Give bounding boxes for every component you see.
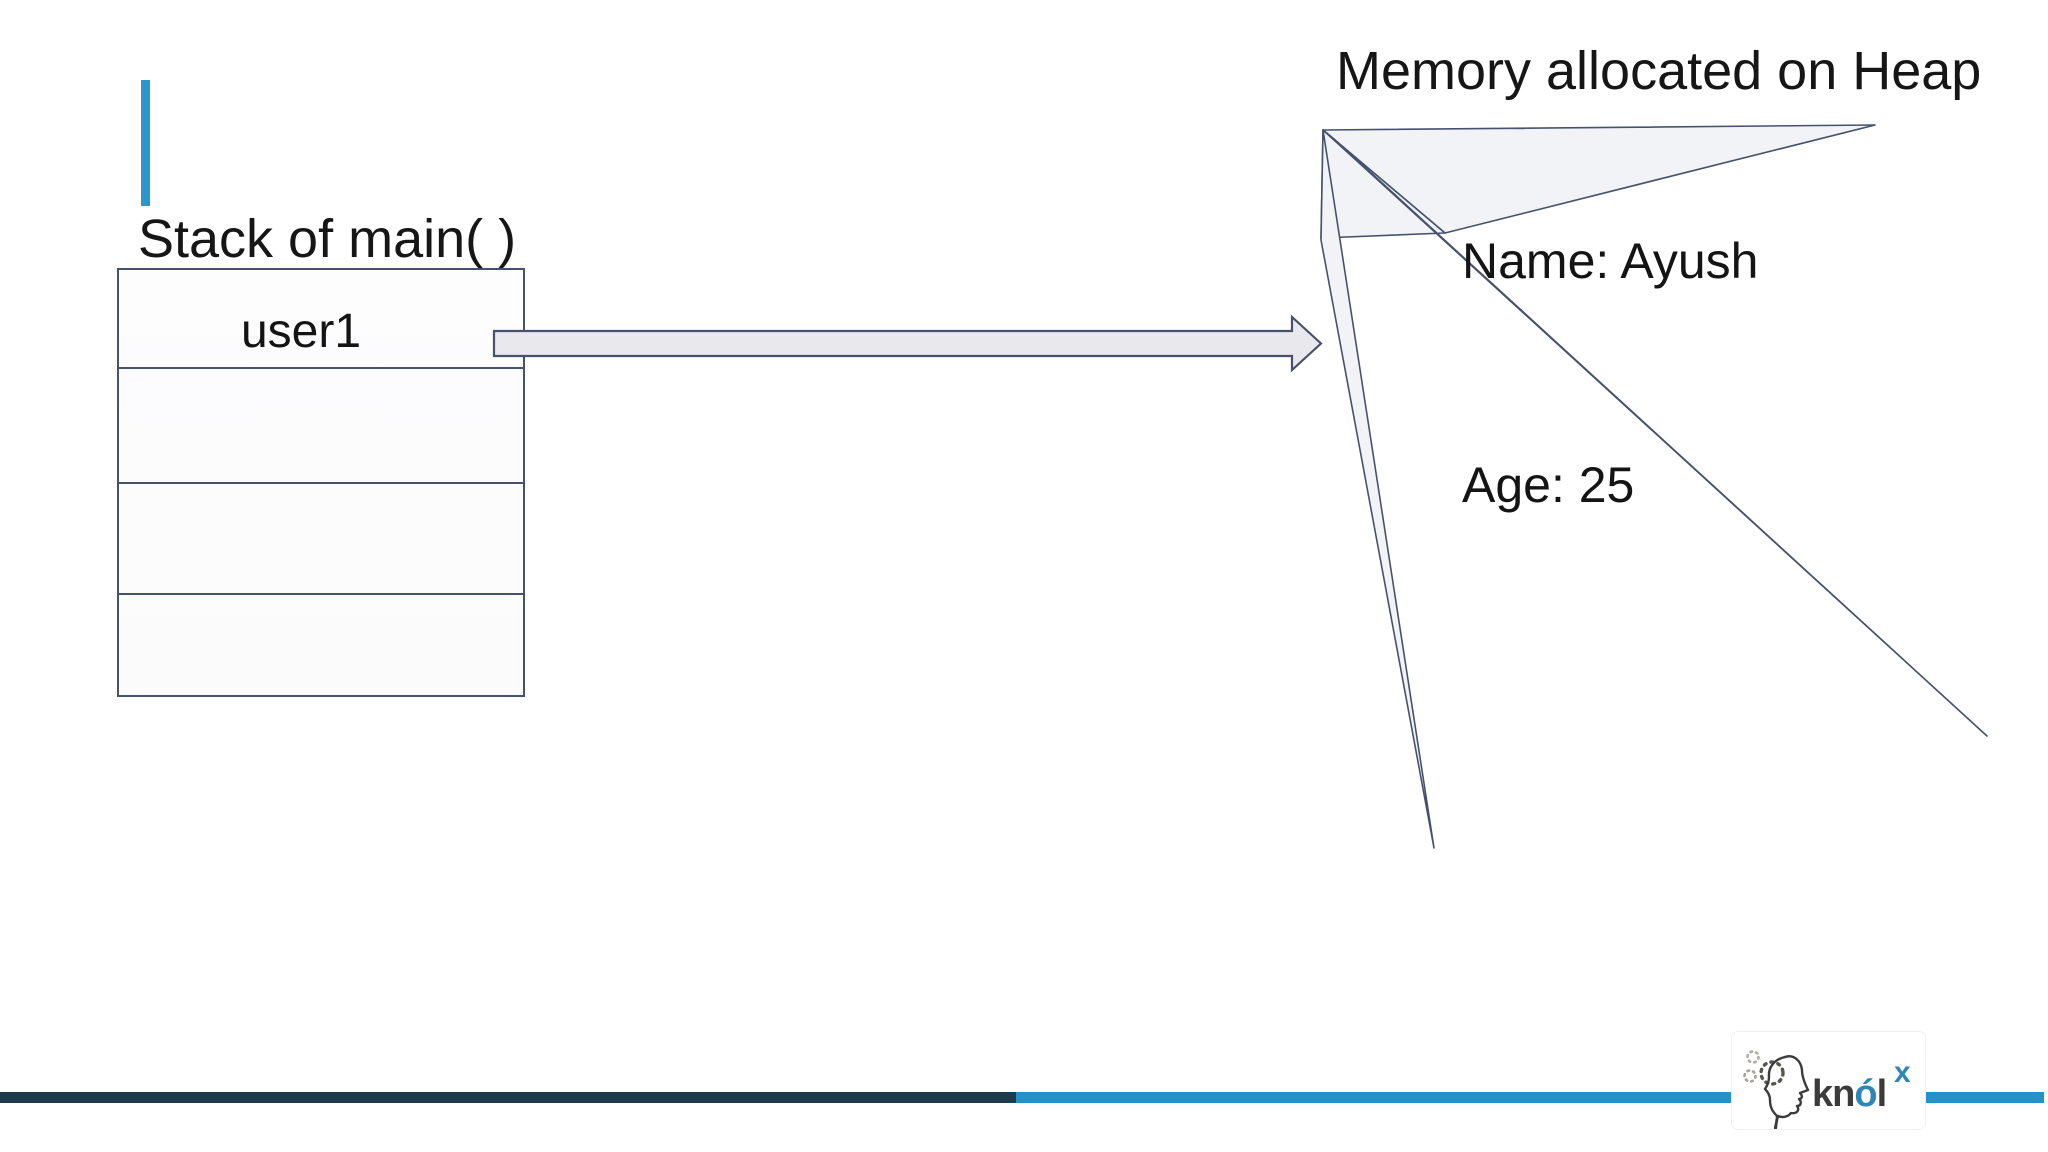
stack-variable-label: user1 bbox=[240, 305, 362, 358]
stack-row-user1: user1 bbox=[119, 270, 523, 367]
heap-field-age: Age: 25 bbox=[1462, 457, 1635, 513]
stack-frame-table: user1 bbox=[117, 268, 525, 697]
bottom-bar-dark bbox=[0, 1092, 1016, 1103]
gear-dots-icon bbox=[1743, 1050, 1785, 1086]
heap-field-name: Name: Ayush bbox=[1462, 233, 1759, 289]
heap-title: Memory allocated on Heap bbox=[1336, 41, 1982, 101]
pointer-arrow bbox=[492, 314, 1323, 373]
knolx-logo: knól x bbox=[1732, 1032, 1925, 1130]
logo-superscript-x: x bbox=[1894, 1056, 1911, 1089]
knolx-logo-graphic: knól x bbox=[1743, 1050, 1911, 1130]
stack-row-empty-1 bbox=[119, 367, 523, 482]
brain-head-icon bbox=[1763, 1055, 1810, 1130]
accent-bar bbox=[141, 80, 150, 206]
stack-title: Stack of main( ) bbox=[138, 209, 517, 269]
bottom-bar-blue bbox=[1016, 1092, 2044, 1103]
stack-row-empty-3 bbox=[119, 593, 523, 695]
stack-row-empty-2 bbox=[119, 482, 523, 593]
logo-wordmark: knól bbox=[1812, 1073, 1886, 1115]
